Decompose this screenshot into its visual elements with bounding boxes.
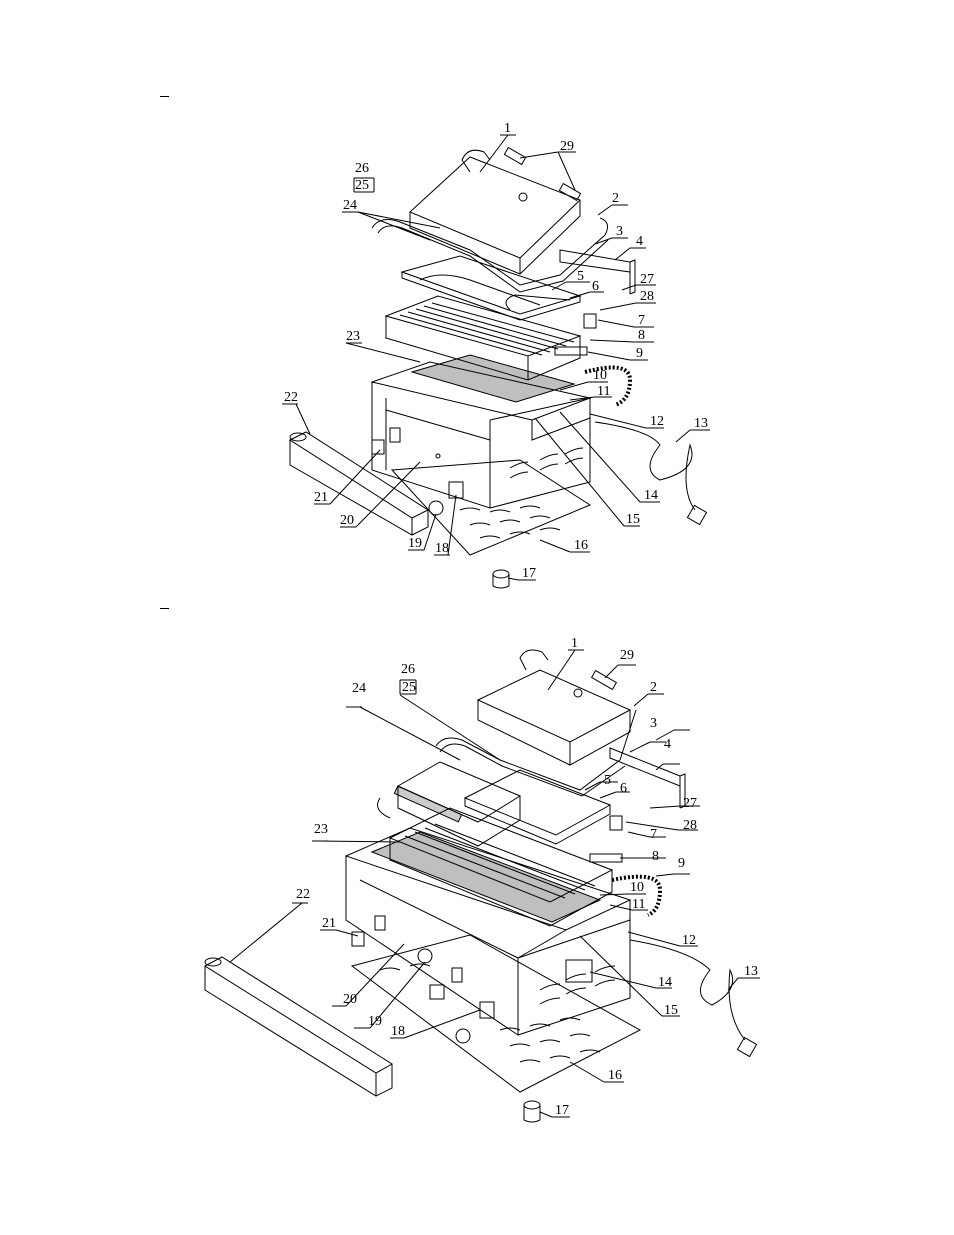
bottom-label-11: 11 [632, 897, 645, 912]
top-base-housing [370, 354, 592, 509]
top-label-21: 21 [314, 490, 328, 505]
top-label-20: 20 [340, 513, 354, 528]
bottom-upper-plate [463, 769, 612, 845]
top-label-11: 11 [597, 384, 610, 399]
top-label-10: 10 [593, 368, 607, 383]
bottom-label-2: 2 [650, 680, 657, 695]
top-label-25: 25 [355, 178, 369, 193]
bottom-label-13: 13 [744, 964, 758, 979]
top-label-5: 5 [577, 269, 584, 284]
bottom-label-9: 9 [678, 856, 685, 871]
top-label-13: 13 [694, 416, 708, 431]
top-part-labels: 1 2 3 4 5 6 7 8 9 10 11 12 13 14 15 16 1… [284, 121, 708, 581]
bottom-label-3: 3 [650, 716, 657, 731]
top-label-14: 14 [644, 488, 658, 503]
bottom-grill-diagram [203, 649, 758, 1123]
top-label-1: 1 [504, 121, 511, 136]
top-label-7: 7 [638, 313, 645, 328]
top-label-8: 8 [638, 328, 645, 343]
bottom-label-26: 26 [401, 662, 415, 677]
top-label-23: 23 [346, 329, 360, 344]
top-label-24: 24 [343, 198, 357, 213]
top-power-cord [594, 421, 708, 526]
top-label-17: 17 [522, 566, 536, 581]
bottom-label-29: 29 [620, 648, 634, 663]
top-label-29: 29 [560, 139, 574, 154]
top-label-9: 9 [636, 346, 643, 361]
bottom-upper-lid-right [435, 649, 637, 797]
bottom-label-15: 15 [664, 1003, 678, 1018]
bottom-label-8: 8 [652, 849, 659, 864]
bottom-label-5: 5 [604, 773, 611, 788]
top-label-16: 16 [574, 538, 588, 553]
bottom-label-1: 1 [571, 636, 578, 651]
bottom-upper-lid-left [377, 761, 522, 847]
top-label-12: 12 [650, 414, 664, 429]
top-label-2: 2 [612, 191, 619, 206]
bottom-label-14: 14 [658, 975, 672, 990]
bottom-label-18: 18 [391, 1024, 405, 1039]
top-label-3: 3 [616, 224, 623, 239]
top-label-26: 26 [355, 161, 369, 176]
bottom-label-25: 25 [402, 680, 416, 695]
bottom-label-27: 27 [683, 796, 697, 811]
bottom-label-4: 4 [664, 737, 671, 752]
bottom-base-housing [344, 827, 632, 1036]
bottom-part-labels: 1 2 3 4 5 6 7 8 9 10 11 12 13 14 15 16 1… [296, 636, 758, 1118]
top-label-4: 4 [636, 234, 643, 249]
top-label-19: 19 [408, 536, 422, 551]
bottom-hinge-bar [609, 747, 686, 809]
top-leader-lines [282, 134, 710, 581]
top-grill-diagram [288, 146, 708, 589]
top-label-6: 6 [592, 279, 599, 294]
bottom-power-cord [629, 939, 758, 1058]
top-hinge-bar [559, 249, 636, 295]
bottom-label-7: 7 [650, 827, 657, 842]
bottom-label-28: 28 [683, 818, 697, 833]
bottom-label-19: 19 [368, 1014, 382, 1029]
section-marker-top [160, 96, 169, 97]
top-label-18: 18 [435, 541, 449, 556]
top-label-22: 22 [284, 390, 298, 405]
top-griddle-plate [384, 295, 582, 381]
bottom-label-12: 12 [682, 933, 696, 948]
bottom-drip-tray [203, 956, 393, 1097]
top-label-27: 27 [640, 272, 654, 287]
top-label-28: 28 [640, 289, 654, 304]
bottom-label-23: 23 [314, 822, 328, 837]
bottom-label-20: 20 [343, 992, 357, 1007]
top-upper-plate [400, 255, 582, 321]
bottom-label-21: 21 [322, 916, 336, 931]
bottom-label-6: 6 [620, 781, 627, 796]
top-drip-tray [288, 431, 430, 536]
top-upper-lid [371, 149, 609, 293]
bottom-label-17: 17 [555, 1103, 569, 1118]
top-label-15: 15 [626, 512, 640, 527]
bottom-label-10: 10 [630, 880, 644, 895]
bottom-label-24: 24 [352, 681, 366, 696]
bottom-bottom-plate [350, 934, 642, 1093]
bottom-label-22: 22 [296, 887, 310, 902]
bottom-label-16: 16 [608, 1068, 622, 1083]
bottom-leader-lines [229, 649, 760, 1118]
top-bottom-plate [390, 459, 592, 556]
section-marker-bottom [160, 608, 169, 609]
